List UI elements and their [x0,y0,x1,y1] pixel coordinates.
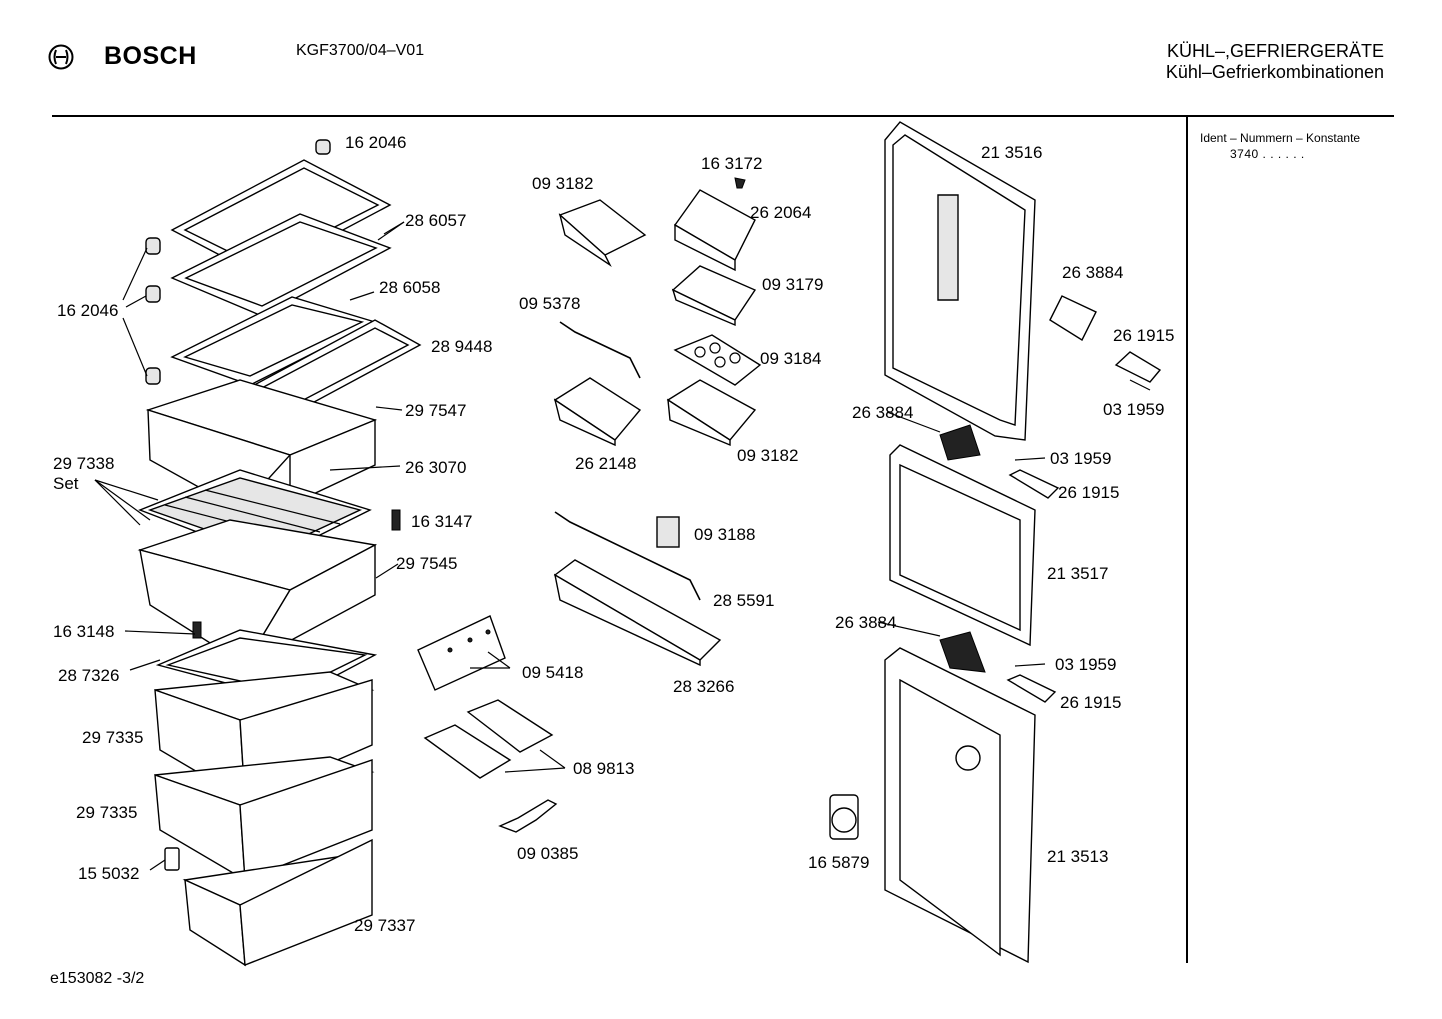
part-label: 03 1959 [1050,449,1111,468]
part-label: 21 3513 [1047,847,1108,866]
part-label: 16 2046 [57,301,118,320]
category-subtitle: Kühl–Gefrierkombinationen [1165,62,1384,82]
part-label: 09 3182 [737,446,798,465]
part-label: 09 5418 [522,663,583,682]
part-label: 16 3172 [701,154,762,173]
hinge-part-2 [1008,469,1060,499]
part-label: 26 1915 [1058,483,1119,502]
part-label: 28 7326 [58,666,119,685]
part-label: 09 3188 [694,525,755,544]
hinge-cover-part-2 [939,424,981,461]
part-label: 15 5032 [78,864,139,883]
part-label: 29 7337 [354,916,415,935]
handle-part [164,847,180,871]
part-label: 29 7335 [82,728,143,747]
part-label: 29 7545 [396,554,457,573]
fridge-door [884,121,1036,441]
door-bin-small [558,199,647,268]
hinge-cover-part [1049,295,1097,342]
bottle-retainer-wire [554,511,701,601]
ident-value: 3740 . . . . . . [1230,147,1305,161]
clip-part-2 [391,509,401,531]
leader-lines [94,221,1151,871]
egg-tray [673,334,762,386]
hinge-part-3 [1006,674,1057,703]
brand-name: BOSCH [104,42,197,70]
part-label: 28 9448 [431,337,492,356]
part-label: 26 2148 [575,454,636,473]
part-label: 26 3884 [835,613,896,632]
part-label: 28 3266 [673,677,734,696]
part-labels: 16 2046 28 6057 16 2046 28 6058 28 9448 … [53,133,1174,935]
hinge-part [1114,351,1162,383]
bosch-logo-icon [48,44,74,70]
part-label: 21 3517 [1047,564,1108,583]
ident-title: Ident – Nummern – Konstante [1200,131,1361,145]
freezer-door-upper [889,444,1036,647]
part-label: 26 2064 [750,203,811,222]
part-label: 28 6058 [379,278,440,297]
ice-cube-tray [423,699,554,779]
part-label: 09 3182 [532,174,593,193]
clip-part [192,621,202,639]
part-label: 16 5879 [808,853,869,872]
part-label: 28 6057 [405,211,466,230]
part-label: 08 9813 [573,759,634,778]
drawing-reference: e153082 -3/2 [50,970,145,987]
part-label: 26 1915 [1060,693,1121,712]
header-divider [52,115,1394,117]
thermostat-knob [829,794,859,840]
part-label: 09 3184 [760,349,821,368]
freezer-door-lower [884,647,1036,964]
butter-lid [673,189,756,272]
bottle-shelf [553,559,722,667]
drawer-3 [182,838,373,967]
part-label: 21 3516 [981,143,1042,162]
part-label: 26 3884 [1062,263,1123,282]
drawer-2 [154,756,375,882]
shelf-frame [170,213,392,317]
part-label: Set [53,474,79,493]
part-label: 09 0385 [517,844,578,863]
part-label: 26 3884 [852,403,913,422]
retainer-wire [559,321,641,379]
part-label: 29 7547 [405,401,466,420]
part-label: 03 1959 [1055,655,1116,674]
model-number: KGF3700/04–V01 [296,42,425,59]
part-label: 29 7338 [53,454,114,473]
door-bin [671,265,757,327]
roller-part [145,139,331,385]
part-label: 03 1959 [1103,400,1164,419]
door-bin-2 [553,377,642,447]
part-label: 28 5591 [713,591,774,610]
part-label: 16 3147 [411,512,472,531]
screw-part [734,177,746,189]
door-bin-3 [666,379,757,447]
category-title: KÜHL–,GEFRIERGERÄTE [1166,41,1384,61]
label-plate [417,615,506,691]
part-label: 26 1915 [1113,326,1174,345]
part-label: 29 7335 [76,803,137,822]
ice-scoop [498,799,558,833]
hinge-cover-part-3 [939,631,986,673]
part-label: 26 3070 [405,458,466,477]
side-column-divider [1186,117,1188,963]
bottle-clip [656,516,680,548]
part-label: 09 5378 [519,294,580,313]
part-label: 16 2046 [345,133,406,152]
part-label: 09 3179 [762,275,823,294]
part-label: 16 3148 [53,622,114,641]
